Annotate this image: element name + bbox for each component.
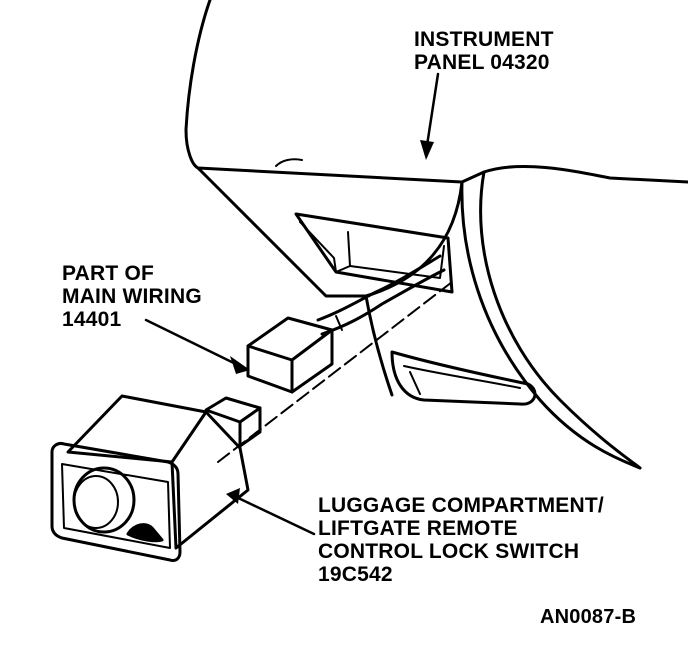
leader-arrows xyxy=(144,72,440,536)
upper-opening xyxy=(294,212,454,294)
instrument-panel-label-line: PANEL 04320 xyxy=(414,51,550,74)
main-wiring-label-line: MAIN WIRING xyxy=(62,285,202,308)
alignment-dashed-line xyxy=(217,281,453,463)
main-wiring-label: PART OF MAIN WIRING 14401 xyxy=(62,262,202,331)
arrowhead-instrument-panel xyxy=(420,140,434,160)
arrowhead-lock-switch xyxy=(226,488,240,504)
wiring-harness xyxy=(316,254,446,336)
switch-plug xyxy=(204,396,262,448)
main-wiring-label-line: 14401 xyxy=(62,308,122,331)
lock-switch-housing xyxy=(66,394,250,550)
figure-code: AN0087-B xyxy=(540,606,637,628)
main-wiring-label-line: PART OF xyxy=(62,262,155,285)
lock-switch-label-line: 19C542 xyxy=(318,563,393,586)
instrument-panel-label: INSTRUMENT PANEL 04320 xyxy=(414,28,554,74)
lower-opening xyxy=(390,350,537,406)
lock-switch-label-line: CONTROL LOCK SWITCH xyxy=(318,540,580,563)
lock-switch-label: LUGGAGE COMPARTMENT/ LIFTGATE REMOTE CON… xyxy=(318,494,604,586)
arrowhead-main-wiring xyxy=(230,356,250,374)
switch-bezel xyxy=(50,442,182,562)
trunk-lock-icon xyxy=(126,523,164,543)
lock-switch-label-line: LUGGAGE COMPARTMENT/ xyxy=(318,494,604,517)
switch-push-button xyxy=(72,466,136,534)
instrument-panel xyxy=(184,0,688,470)
instrument-panel-label-line: INSTRUMENT xyxy=(414,28,554,51)
lock-switch-label-line: LIFTGATE REMOTE xyxy=(318,517,518,540)
main-wiring-connector xyxy=(246,316,334,394)
